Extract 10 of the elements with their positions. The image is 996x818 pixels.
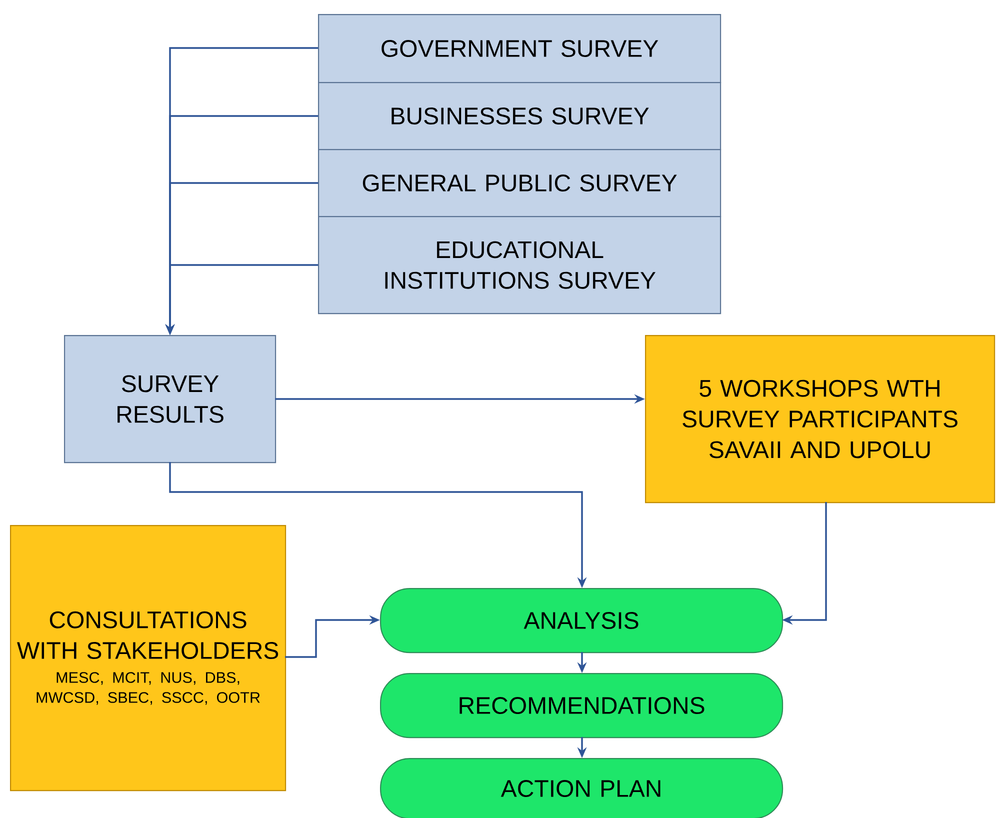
process-box: GOVERNMENT SURVEY xyxy=(318,14,722,84)
process-box: ACTION PLAN xyxy=(380,758,784,818)
note-box: CONSULTATIONS WITH STAKEHOLDERS MESC, MCIT, NUS, DBS, MWCSD, SBEC, SSCC, OOTR xyxy=(10,525,286,792)
process-box: SURVEY RESULTS xyxy=(64,335,276,464)
process-box: RECOMMENDATIONS xyxy=(380,673,784,738)
process-box: EDUCATIONAL INSTITUTIONS SURVEY xyxy=(318,216,722,314)
process-box: BUSINESSES SURVEY xyxy=(318,82,722,150)
process-box: GENERAL PUBLIC SURVEY xyxy=(318,149,722,218)
note-box: 5 WORKSHOPS WTH SURVEY PARTICIPANTS SAVAII AND UPOLU xyxy=(645,335,996,504)
process-box: ANALYSIS xyxy=(380,588,784,654)
